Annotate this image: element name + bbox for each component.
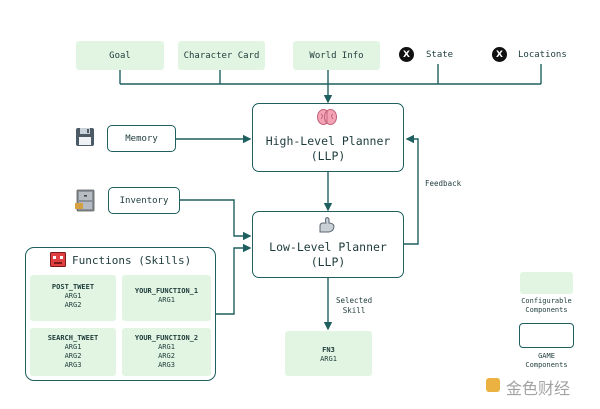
function-arg: ARG2 (158, 352, 175, 360)
legend-game-line1: GAME (538, 352, 555, 360)
selected-skill-label: Selected Skill (336, 296, 372, 316)
low-level-planner-box: Low-Level Planner (LLP) (252, 211, 404, 278)
function-arg: ARG1 (158, 296, 175, 304)
function-name: YOUR_FUNCTION_1 (134, 287, 199, 295)
selected-skill-line2: Skill (342, 306, 366, 315)
watermark-logo-icon (486, 378, 500, 392)
world-info-label: World Info (309, 50, 364, 61)
low-level-planner-subtitle: (LLP) (310, 255, 346, 269)
function-name: POST_TWEET (51, 283, 95, 291)
function-card: YOUR_FUNCTION_1 ARG1 (122, 275, 211, 321)
brain-icon (317, 109, 337, 125)
character-card-box: Character Card (178, 41, 265, 70)
legend-game-line2: Components (525, 361, 568, 369)
function-name: YOUR_FUNCTION_2 (134, 334, 199, 342)
function-name: SEARCH_TWEET (47, 334, 99, 342)
legend-configurable-swatch (520, 272, 573, 294)
goal-box: Goal (76, 41, 164, 70)
function-arg: ARG1 (158, 343, 175, 351)
inventory-box: Inventory (108, 187, 180, 214)
high-level-planner-subtitle: (LLP) (310, 149, 346, 163)
floppy-disk-icon (76, 128, 94, 146)
selected-skill-line1: Selected (336, 296, 373, 305)
memory-label: Memory (125, 133, 158, 144)
high-level-planner-box: High-Level Planner (LLP) (252, 103, 404, 172)
function-arg: ARG3 (64, 361, 82, 369)
function-arg: ARG3 (158, 361, 175, 369)
goal-label: Goal (109, 50, 131, 61)
function-arg: ARG1 (64, 292, 82, 300)
functions-panel: Functions (Skills) POST_TWEET ARG1 ARG2 … (25, 247, 216, 381)
watermark-text: 金色财经 (506, 379, 571, 398)
x-logo-icon: X (399, 47, 414, 62)
function-arg: ARG2 (64, 352, 82, 360)
inventory-label: Inventory (119, 195, 169, 206)
functions-title: Functions (Skills) (72, 254, 192, 267)
cabinet-icon (75, 189, 95, 212)
selected-function-name: FN3 (322, 346, 335, 354)
locations-label: Locations (518, 50, 567, 60)
function-arg: ARG2 (64, 301, 82, 309)
function-arg: ARG1 (64, 343, 82, 351)
selected-function-box: FN3 ARG1 (285, 331, 372, 376)
function-card: SEARCH_TWEET ARG1 ARG2 ARG3 (30, 328, 116, 376)
function-card: POST_TWEET ARG1 ARG2 (30, 275, 116, 321)
character-card-label: Character Card (183, 50, 260, 61)
legend-configurable-line1: Configurable (521, 297, 572, 305)
state-label: State (426, 50, 454, 60)
legend-configurable-line2: Components (525, 306, 568, 314)
flexed-arm-icon (319, 217, 335, 233)
legend-game-swatch (519, 323, 574, 348)
x-logo-icon: X (492, 47, 507, 62)
feedback-label: Feedback (425, 179, 462, 188)
legend-game-label: GAME Components (505, 352, 588, 370)
memory-box: Memory (107, 125, 176, 152)
low-level-planner-title: Low-Level Planner (269, 240, 387, 254)
legend-configurable-label: Configurable Components (505, 297, 588, 315)
selected-function-arg: ARG1 (320, 355, 337, 363)
high-level-planner-title: High-Level Planner (265, 134, 391, 148)
function-card: YOUR_FUNCTION_2 ARG1 ARG2 ARG3 (122, 328, 211, 376)
robot-icon (50, 252, 66, 267)
world-info-box: World Info (293, 41, 380, 70)
